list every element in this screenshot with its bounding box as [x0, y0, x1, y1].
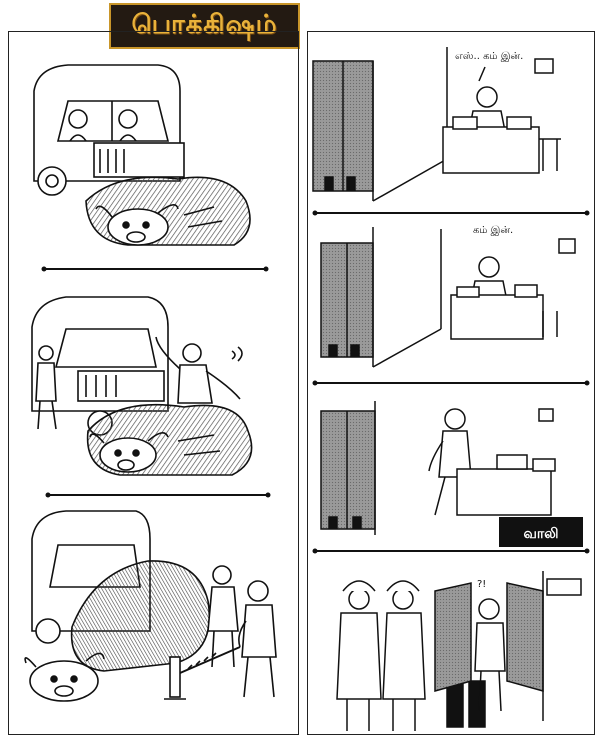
officer-writing-icon — [450, 256, 558, 340]
officer-walking-to-door-icon — [428, 408, 556, 516]
title-banner: பொக்கிஷம் — [109, 3, 300, 49]
right-panel-2 — [320, 227, 576, 368]
svg-text:?!: ?! — [477, 579, 486, 590]
left-comic-strip — [24, 64, 277, 702]
left-panel-1 — [33, 64, 251, 246]
right-strip-frame — [307, 31, 595, 735]
artist-signature: வாலி — [499, 517, 583, 547]
right-panel-1 — [312, 47, 561, 202]
right-panel-3 — [320, 401, 556, 535]
speech-come-in-2: கம் இன். — [473, 225, 513, 236]
angry-driver-and-cow-icon — [31, 296, 253, 476]
officer-at-desk-icon — [442, 86, 561, 174]
left-panel-2 — [31, 296, 253, 476]
left-panel-3 — [24, 510, 277, 702]
right-panel-4: ?! — [336, 571, 582, 731]
page-title: பொக்கிஷம் — [131, 9, 278, 40]
car-and-cow-icon — [33, 64, 251, 246]
jack-lifting-cow-icon — [24, 510, 277, 702]
speech-come-in-1: எஸ்.. கம் இன். — [455, 51, 523, 62]
artist-signature-text: வாலி — [524, 526, 559, 542]
left-strip-frame — [8, 31, 299, 735]
right-comic-strip: எஸ்.. கம் இன். கம் இன். — [312, 47, 590, 731]
door-opened-onlookers-icon: ?! — [336, 571, 582, 731]
